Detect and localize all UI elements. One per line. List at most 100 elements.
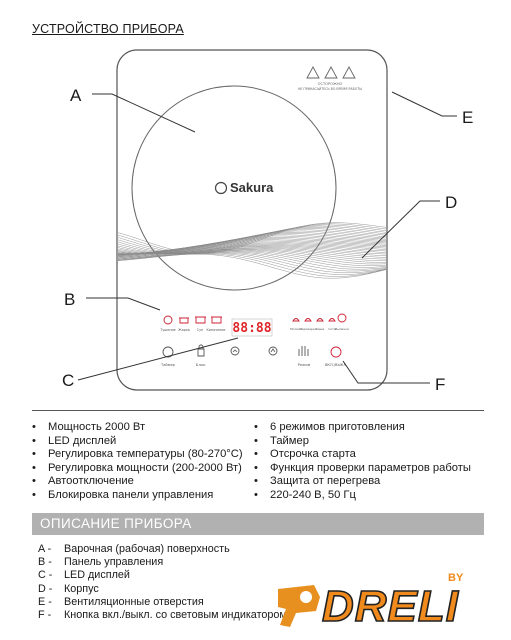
section-title: ОПИСАНИЕ ПРИБОРА (40, 516, 192, 531)
wave-line (117, 254, 387, 279)
brand-name: Sakura (230, 180, 274, 195)
drill-icon (278, 585, 320, 627)
section-header: ОПИСАНИЕ ПРИБОРА (32, 513, 484, 535)
feature-item: LED дисплей (32, 435, 243, 449)
description-key: E - (38, 595, 52, 608)
mode-label: Выпечка (335, 327, 349, 331)
callout-f: F (435, 375, 445, 394)
device-diagram: ОСТОРОЖНО НЕ ПРИКАСАЙТЕСЬ ВО ВРЕМЯ РАБОТ… (62, 49, 473, 394)
lock-label: Блок. (196, 363, 206, 367)
description-text: LED дисплей (64, 569, 130, 582)
description-item: C - LED дисплей (38, 569, 287, 582)
mode-button-label: Режим (298, 363, 311, 367)
description-item: B - Панель управления (38, 556, 287, 569)
wave-line (117, 245, 387, 257)
feature-item: Функция проверки параметров работы (254, 462, 471, 476)
wave-line (117, 246, 387, 258)
description-item: E -Вентиляционные отверстия (38, 596, 287, 609)
timer-button (162, 346, 174, 358)
timer-label: Таймер (160, 363, 176, 367)
description-item: A - Варочная (рабочая) поверхность (38, 543, 287, 556)
feature-item: Автоотключение (32, 475, 243, 489)
pan-icon (179, 317, 189, 324)
description-text: Кнопка вкл./выкл. со световым индикаторо… (64, 609, 287, 622)
callout-lines (77, 91, 457, 384)
sakura-logo: Sakura (214, 180, 274, 195)
wave-line (117, 248, 387, 263)
mode-label: Тушение (159, 328, 175, 332)
chevron-down-icon (232, 349, 238, 353)
description-key: A - (38, 543, 52, 555)
mode-label: Пароварка (300, 327, 317, 331)
feature-item: 6 режимов приготовления (254, 421, 471, 435)
led-display: 88:88 (232, 321, 271, 336)
down-button (230, 346, 240, 356)
power-button (330, 346, 342, 358)
wave-line (117, 251, 387, 272)
steam-icon (304, 318, 312, 322)
milk-icon (292, 318, 300, 322)
description-text: Корпус (64, 582, 99, 595)
mode-label: Молоко (290, 327, 302, 331)
led-display-frame (231, 318, 273, 337)
mode-label: Жарка (178, 328, 190, 332)
warning-text-1: ОСТОРОЖНО (318, 82, 343, 86)
mode-label: Каша (316, 327, 325, 331)
warning-icon (306, 66, 356, 79)
wave-line (117, 248, 386, 261)
mode-icons-left (163, 315, 222, 325)
kettle-icon (211, 316, 222, 324)
wave-line (117, 251, 387, 270)
wave-pattern (117, 222, 387, 279)
features-right: 6 режимов приготовленияТаймерОтсрочка ст… (254, 421, 471, 503)
description-text: Варочная (рабочая) поверхность (64, 543, 230, 555)
description-key: D - (38, 582, 53, 595)
description-list: A - Варочная (рабочая) поверхность B - Пане… (38, 543, 287, 622)
wave-line (117, 250, 387, 268)
feature-item: Регулировка мощности (200-2000 Вт) (32, 462, 243, 476)
feature-item: Мощность 2000 Вт (32, 421, 243, 435)
logo-text: DRELI (322, 582, 459, 631)
feature-item: Блокировка панели управления (32, 489, 243, 503)
description-key: B - (38, 556, 52, 569)
mode-button (298, 346, 309, 356)
callout-c: C (62, 371, 74, 390)
power-label: ВКЛ./ВЫКЛ. (325, 363, 347, 367)
pot-icon (195, 316, 206, 324)
porridge-icon (316, 318, 324, 322)
feature-item: Отсрочка старта (254, 448, 471, 462)
saute-icon (328, 318, 336, 322)
callout-line-a (92, 93, 196, 133)
description-key: F - (38, 609, 52, 622)
description-item: D - Корпус (38, 583, 287, 596)
mode-label: Кипячение (207, 328, 226, 332)
wave-line (117, 247, 387, 260)
feature-item: Таймер (254, 435, 471, 449)
description-text: Панель управления (64, 556, 164, 569)
description-key: C - (38, 569, 53, 582)
features-left: Мощность 2000 ВтLED дисплейРегулировка т… (32, 421, 243, 503)
up-button (268, 346, 278, 356)
wave-line (117, 244, 387, 255)
callout-e: E (462, 108, 473, 127)
feature-item: 220-240 В, 50 Гц (254, 489, 471, 503)
callout-d: D (445, 193, 457, 212)
callout-line-c (77, 337, 239, 381)
callout-line-e (391, 91, 457, 117)
device-body (116, 49, 388, 391)
chevron-up-icon (270, 348, 276, 353)
bake-icon (337, 313, 347, 323)
callout-a: A (70, 86, 82, 105)
wave-line (117, 223, 387, 254)
timer-dial-icon (163, 315, 173, 325)
mode-label: Соте (328, 327, 336, 331)
callout-line-f (342, 360, 430, 384)
control-buttons (162, 344, 342, 358)
divider (32, 410, 484, 411)
callout-line-b (86, 297, 161, 311)
logo-by: BY (448, 572, 464, 584)
mode-label: Суп (197, 328, 203, 332)
warning-text-2: НЕ ПРИКАСАЙТЕСЬ ВО ВРЕМЯ РАБОТЫ (298, 86, 362, 91)
callout-b: B (64, 290, 75, 309)
feature-item: Защита от перегрева (254, 475, 471, 489)
